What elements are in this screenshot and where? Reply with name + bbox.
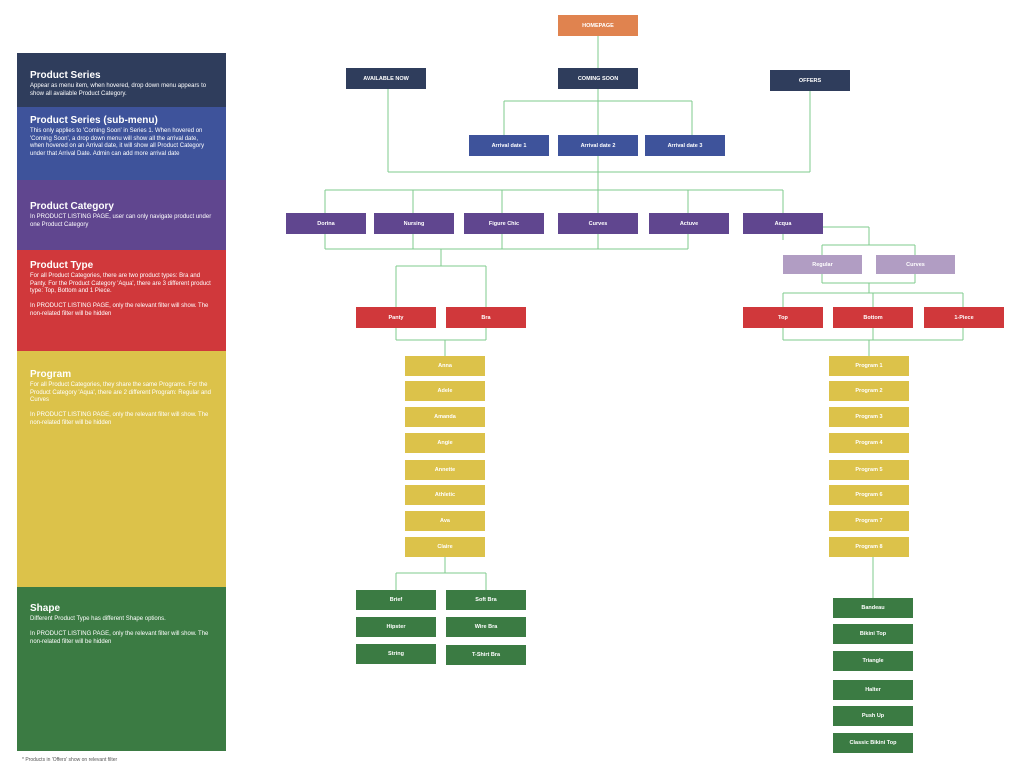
node-shape: Hipster bbox=[356, 617, 436, 637]
legend-text: Appear as menu item, when hovered, drop … bbox=[30, 83, 207, 97]
node-category: Acqua bbox=[743, 213, 823, 234]
node-program: Angie bbox=[405, 433, 485, 453]
node-series-coming-soon: COMING SOON bbox=[558, 68, 638, 89]
node-series-available-now: AVAILABLE NOW bbox=[346, 68, 426, 89]
legend-product-series: Product Series Appear as menu item, when… bbox=[17, 53, 226, 107]
node-type: Top bbox=[743, 307, 823, 328]
node-program: Athletic bbox=[405, 485, 485, 505]
node-program: Annette bbox=[405, 460, 485, 480]
node-homepage: HOMEPAGE bbox=[558, 15, 638, 36]
node-aqua-program: Curves bbox=[876, 255, 955, 274]
node-program: Claire bbox=[405, 537, 485, 557]
node-shape: T-Shirt Bra bbox=[446, 645, 526, 665]
legend-title: Product Type bbox=[30, 260, 94, 271]
node-shape: String bbox=[356, 644, 436, 664]
node-type: 1-Piece bbox=[924, 307, 1004, 328]
node-shape: Halter bbox=[833, 680, 913, 700]
legend-text: This only applies to 'Coming Soon' in Se… bbox=[30, 128, 205, 157]
node-arrival-date: Arrival date 1 bbox=[469, 135, 549, 156]
node-program: Anna bbox=[405, 356, 485, 376]
legend-title: Product Series bbox=[30, 70, 101, 81]
legend-title: Shape bbox=[30, 603, 61, 614]
node-program: Program 8 bbox=[829, 537, 909, 557]
node-arrival-date: Arrival date 2 bbox=[558, 135, 638, 156]
node-type: Panty bbox=[356, 307, 436, 328]
footer-note: * Products in 'Offers' show on relevant … bbox=[22, 757, 118, 763]
legend-title: Program bbox=[30, 369, 72, 380]
node-shape: Bikini Top bbox=[833, 624, 913, 644]
node-aqua-program: Regular bbox=[783, 255, 862, 274]
node-program: Program 3 bbox=[829, 407, 909, 427]
legend-text: For all Product Categories, they share t… bbox=[30, 382, 211, 426]
node-arrival-date: Arrival date 3 bbox=[645, 135, 725, 156]
node-type: Bottom bbox=[833, 307, 913, 328]
legend-shape: Shape Different Product Type has differe… bbox=[17, 587, 226, 751]
node-program: Program 2 bbox=[829, 381, 909, 401]
node-program: Program 4 bbox=[829, 433, 909, 453]
node-category: Figure Chic bbox=[464, 213, 544, 234]
legend-text: In PRODUCT LISTING PAGE, user can only n… bbox=[30, 214, 212, 228]
node-program: Program 6 bbox=[829, 485, 909, 505]
node-program: Program 5 bbox=[829, 460, 909, 480]
node-shape: Push Up bbox=[833, 706, 913, 726]
node-program: Adele bbox=[405, 381, 485, 401]
legend-text: For all Product Categories, there are tw… bbox=[30, 273, 211, 317]
legend-title: Product Series (sub-menu) bbox=[30, 115, 158, 126]
node-shape: Bandeau bbox=[833, 598, 913, 618]
legend-product-series-submenu: Product Series (sub-menu) This only appl… bbox=[17, 107, 226, 180]
node-shape: Classic Bikini Top bbox=[833, 733, 913, 753]
node-category: Nursing bbox=[374, 213, 454, 234]
legend-product-category: Product Category In PRODUCT LISTING PAGE… bbox=[17, 180, 226, 250]
node-type: Bra bbox=[446, 307, 526, 328]
node-program: Ava bbox=[405, 511, 485, 531]
legend-text: Different Product Type has different Sha… bbox=[30, 616, 209, 645]
node-category: Curves bbox=[558, 213, 638, 234]
node-shape: Wire Bra bbox=[446, 617, 526, 637]
node-category: Actuve bbox=[649, 213, 729, 234]
legend-title: Product Category bbox=[30, 201, 114, 212]
node-shape: Brief bbox=[356, 590, 436, 610]
node-shape: Triangle bbox=[833, 651, 913, 671]
node-program: Program 7 bbox=[829, 511, 909, 531]
node-series-offers: OFFERS bbox=[770, 70, 850, 91]
legend-program: Program For all Product Categories, they… bbox=[17, 351, 226, 587]
node-program: Program 1 bbox=[829, 356, 909, 376]
node-category: Dorina bbox=[286, 213, 366, 234]
node-program: Amanda bbox=[405, 407, 485, 427]
node-shape: Soft Bra bbox=[446, 590, 526, 610]
legend-product-type: Product Type For all Product Categories,… bbox=[17, 250, 226, 351]
